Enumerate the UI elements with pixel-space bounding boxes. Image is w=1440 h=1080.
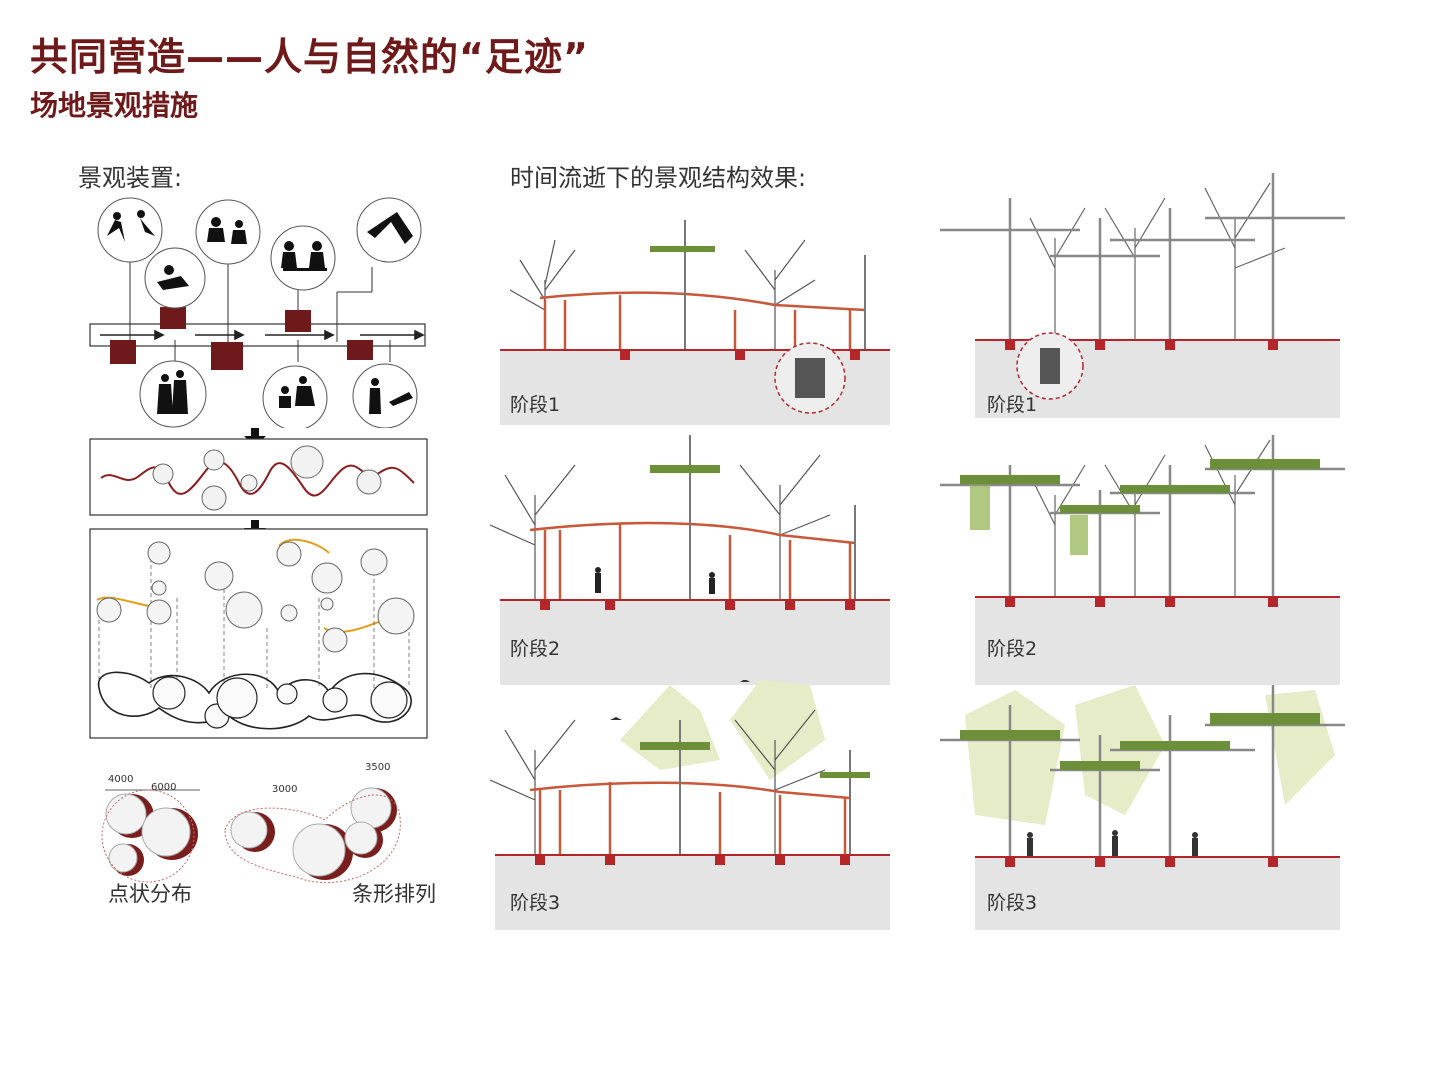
activity-flow-diagram [89, 197, 426, 428]
section-stage3-pavilion [489, 680, 890, 930]
page-subtitle: 场地景观措施 [30, 89, 199, 122]
section-stage2-pavilion [489, 435, 890, 685]
point-distribution-diagram [101, 789, 200, 883]
stage-label-1-left: 阶段1 [510, 394, 561, 416]
dimension-4000: 4000 [108, 774, 134, 785]
stage-label-3-left: 阶段3 [510, 892, 561, 914]
landscape-device-heading: 景观装置: [78, 164, 183, 192]
stage-label-1-right: 阶段1 [987, 394, 1038, 416]
stage-label-3-right: 阶段3 [987, 892, 1038, 914]
wavy-path-diagram [89, 438, 428, 516]
section-stage3-poles [940, 685, 1345, 930]
dimension-3000: 3000 [272, 784, 298, 795]
time-effect-heading: 时间流逝下的景观结构效果: [510, 164, 807, 192]
strip-arrangement-caption: 条形排列 [352, 882, 436, 906]
stage-label-2-left: 阶段2 [510, 638, 561, 660]
section-stage1-pavilion [500, 220, 890, 425]
section-stage1-poles [940, 173, 1345, 418]
page-title: 共同营造——人与自然的“足迹” [30, 35, 589, 79]
circle-merge-diagram [89, 528, 428, 739]
strip-arrangement-diagram [224, 787, 401, 884]
dimension-6000: 6000 [151, 782, 177, 793]
dimension-3500: 3500 [365, 762, 391, 773]
point-distribution-caption: 点状分布 [108, 882, 192, 906]
section-stage2-poles [940, 435, 1345, 685]
stage-label-2-right: 阶段2 [987, 638, 1038, 660]
